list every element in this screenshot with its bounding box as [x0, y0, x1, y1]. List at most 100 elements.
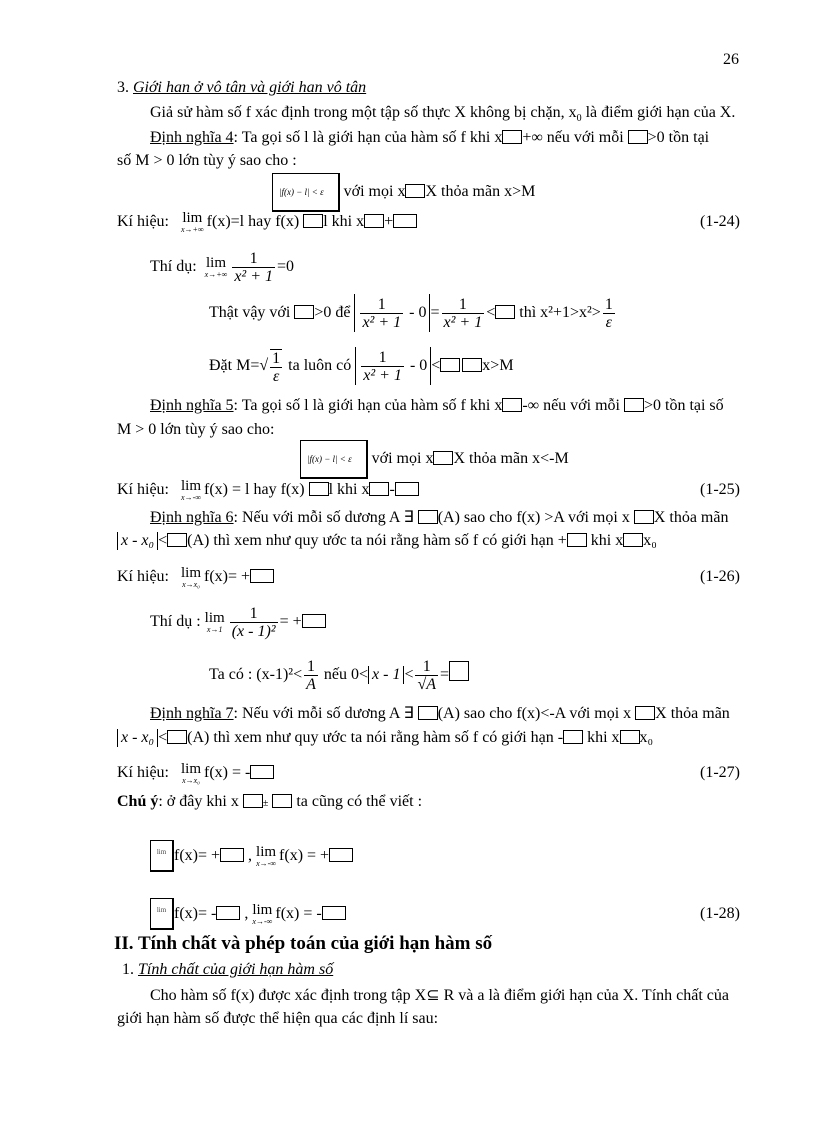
- formula-image: lim: [150, 898, 174, 931]
- missing-glyph-box: [364, 214, 385, 228]
- label: Kí hiệu:: [117, 568, 169, 585]
- lim-sub: x→-∞: [252, 917, 273, 926]
- denominator: x² + 1: [362, 314, 402, 332]
- text: Giả sử hàm số f xác định trong một tập s…: [150, 104, 577, 121]
- text: -∞ nếu với mỗi: [522, 397, 624, 414]
- missing-glyph-box: [623, 398, 644, 412]
- equation-number: (1-24): [700, 213, 740, 230]
- numerator: 1: [229, 605, 278, 623]
- definition-4: Định nghĩa 4: Ta gọi số l là giới hạn củ…: [150, 128, 709, 148]
- text: : ở đây khi x: [158, 793, 243, 810]
- missing-glyph-box: [635, 706, 656, 720]
- missing-glyph-box: [405, 184, 426, 199]
- text: l khi x: [323, 213, 365, 230]
- text: (A) thì xem như quy ước ta nói rằng hàm …: [187, 729, 564, 746]
- definition-label: Định nghĩa 7: [150, 705, 234, 722]
- lim-sub: x→-∞: [256, 859, 276, 868]
- section-number: 3.: [117, 79, 133, 96]
- formula-image: |f(x) − l| < ε: [272, 173, 340, 212]
- missing-glyph-box: [462, 358, 483, 372]
- text: khi x: [586, 532, 624, 549]
- numerator: 1: [602, 295, 615, 314]
- text: >0 tồn tại số: [643, 397, 724, 414]
- paragraph-line: Cho hàm số f(x) được xác định trong tập …: [150, 987, 729, 1004]
- denominator: ε: [605, 313, 612, 331]
- definition-7-cont: x - x₀<(A) thì xem như quy ước ta nói rằ…: [117, 728, 653, 748]
- missing-glyph-box: [167, 730, 188, 744]
- lim-sub: x→1: [206, 625, 223, 634]
- text: <: [404, 666, 414, 683]
- absolute-value: x - 1: [368, 666, 405, 684]
- lim: lim: [205, 255, 226, 271]
- missing-glyph-box: [449, 661, 470, 681]
- text: f(x)= +: [174, 847, 221, 864]
- missing-glyph-box: [303, 214, 324, 228]
- denominator: x² + 1: [443, 313, 483, 331]
- label: Kí hiệu:: [117, 481, 169, 498]
- text: X thỏa mãn: [655, 705, 730, 722]
- text: <: [486, 304, 496, 321]
- text: f(x)= +: [204, 568, 251, 585]
- missing-glyph-box: [321, 906, 346, 920]
- text: = +: [279, 613, 302, 630]
- missing-glyph-box: [433, 451, 454, 466]
- text: với mọi x: [343, 183, 406, 201]
- text: ta cũng có thể viết :: [292, 793, 423, 810]
- denominator: √A: [417, 675, 437, 693]
- text: =0: [277, 258, 295, 275]
- section-title: Giới han ở vô tân và giới han vô tân: [133, 79, 367, 96]
- definition-4-cont: số M > 0 lớn tùy ý sao cho :: [117, 152, 297, 169]
- text: <: [431, 357, 441, 374]
- lim: lim: [181, 761, 202, 777]
- text: với mọi x: [371, 450, 434, 468]
- missing-glyph-box: [308, 482, 329, 496]
- missing-glyph-box: [294, 305, 315, 319]
- fraction: 1(x - 1)²: [229, 605, 278, 640]
- equation-number: (1-27): [700, 764, 740, 781]
- subsection-number: 1.: [122, 961, 138, 978]
- numerator: 1: [415, 658, 439, 676]
- text: x>M: [482, 357, 514, 374]
- missing-glyph-box: [563, 730, 584, 744]
- denominator: (x - 1)²: [231, 622, 276, 640]
- lim-sub: x→+∞: [181, 225, 204, 234]
- label: Kí hiệu:: [117, 764, 169, 781]
- formula-image: |f(x) − l| < ε: [300, 440, 368, 479]
- definition-label: Định nghĩa 6: [150, 509, 234, 526]
- text: ±: [262, 798, 269, 809]
- text: Ta có : (x-1)²<: [209, 666, 303, 683]
- text: (A) thì xem như quy ước ta nói rằng hàm …: [187, 532, 567, 549]
- subsection-1-heading: 1. Tính chất của giới hạn hàm số: [122, 960, 333, 980]
- equation-number: (1-26): [700, 568, 740, 585]
- numerator: 1: [361, 349, 404, 368]
- text: : Ta gọi số l là giới hạn của hàm số f k…: [233, 129, 503, 146]
- missing-glyph-box: [369, 482, 390, 496]
- missing-glyph-box: [242, 794, 263, 808]
- missing-glyph-box: [619, 730, 640, 744]
- text: Thật vậy với: [209, 304, 295, 321]
- text: thì x²+1>x²>: [515, 304, 601, 321]
- text: ,: [240, 905, 253, 922]
- lim: lim: [256, 844, 277, 860]
- text: +: [384, 213, 394, 230]
- missing-glyph-box: [417, 510, 438, 524]
- numerator: 1: [270, 349, 283, 368]
- text: X thỏa mãn x<-M: [453, 450, 569, 468]
- definition-5-formula-line: |f(x) − l| < ε với mọi x X thỏa mãn x<-M: [300, 440, 569, 479]
- text: ta luôn có: [284, 357, 356, 374]
- text: =: [430, 304, 440, 321]
- text: Đặt M=: [209, 357, 260, 374]
- text: (A) sao cho f(x)<-A với mọi x: [437, 705, 636, 722]
